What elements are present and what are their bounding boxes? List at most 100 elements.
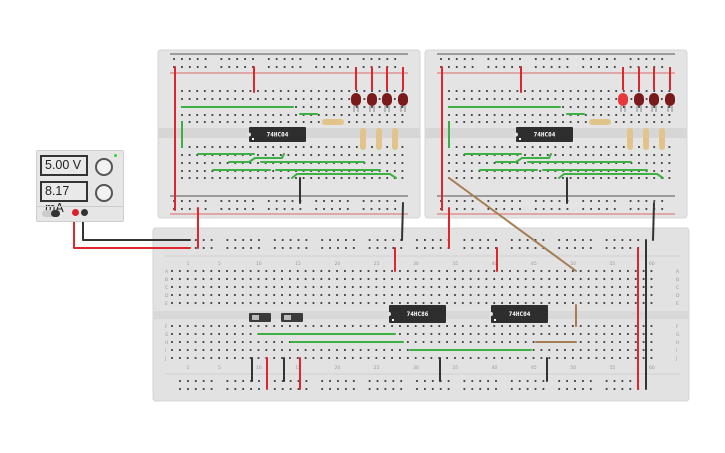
- resistor[interactable]: [392, 128, 398, 150]
- chip-74hc86[interactable]: 74HC86: [387, 305, 446, 323]
- row-label: J: [675, 356, 677, 362]
- row-label: B: [676, 277, 679, 283]
- resistor[interactable]: [643, 128, 649, 150]
- column-label: 50: [570, 365, 576, 371]
- resistor[interactable]: [659, 128, 665, 150]
- chip-74hc04[interactable]: 74HC04: [514, 127, 573, 142]
- column-label: 5: [218, 261, 221, 267]
- led-off[interactable]: [351, 93, 361, 106]
- power-supply[interactable]: 5.00 V 8.17 mA: [36, 150, 124, 222]
- led-off[interactable]: [649, 93, 659, 106]
- column-label: 50: [570, 261, 576, 267]
- chip-label: 74HC04: [534, 132, 556, 139]
- row-label: A: [676, 269, 680, 275]
- column-label: 30: [413, 365, 419, 371]
- power-toggle[interactable]: [42, 210, 60, 217]
- row-label: C: [165, 285, 168, 291]
- led-off[interactable]: [398, 93, 408, 106]
- column-label: 55: [610, 261, 616, 267]
- led-off[interactable]: [634, 93, 644, 106]
- led-off[interactable]: [367, 93, 377, 106]
- led-off[interactable]: [382, 93, 392, 106]
- chip-74hc04[interactable]: 74HC04: [489, 305, 548, 323]
- chip-body: [491, 305, 548, 323]
- row-label: J: [164, 356, 166, 362]
- row-label: E: [676, 301, 679, 307]
- column-label: 1: [187, 365, 190, 371]
- column-label: 10: [256, 261, 262, 267]
- voltage-display: 5.00 V: [40, 155, 88, 176]
- negative-terminal[interactable]: [81, 209, 88, 216]
- column-label: 40: [492, 261, 498, 267]
- row-label: D: [676, 293, 680, 299]
- row-label: A: [165, 269, 169, 275]
- column-label: 35: [452, 261, 458, 267]
- signal-wire[interactable]: [228, 153, 285, 163]
- chip-label: 74HC04: [267, 132, 289, 139]
- signal-wire[interactable]: [558, 173, 664, 179]
- row-label: I: [676, 348, 677, 354]
- row-label: H: [165, 340, 168, 346]
- column-label: 60: [649, 261, 655, 267]
- column-label: 40: [492, 365, 498, 371]
- chip-notch: [387, 312, 391, 316]
- row-label: G: [676, 332, 680, 338]
- resistor[interactable]: [360, 128, 366, 150]
- pin1-marker: [494, 319, 496, 321]
- column-label: 10: [256, 365, 262, 371]
- column-label: 25: [374, 365, 380, 371]
- current-display: 8.17 mA: [40, 181, 88, 215]
- pin1-marker: [519, 138, 521, 140]
- signal-wire[interactable]: [291, 173, 397, 179]
- row-label: F: [676, 324, 679, 330]
- pin1-marker: [392, 319, 394, 321]
- current-knob[interactable]: [95, 184, 113, 202]
- led-off[interactable]: [665, 93, 675, 106]
- switch-slider[interactable]: [284, 315, 291, 320]
- resistor[interactable]: [322, 119, 344, 125]
- chip-body: [249, 127, 306, 142]
- column-label: 55: [610, 365, 616, 371]
- row-label: E: [165, 301, 168, 307]
- voltage-knob[interactable]: [95, 158, 113, 176]
- slide-switch-2[interactable]: [281, 313, 303, 322]
- column-label: 35: [452, 365, 458, 371]
- ground-link-wire[interactable]: [401, 202, 404, 241]
- chip-notch: [489, 312, 493, 316]
- chip-74hc04[interactable]: 74HC04: [247, 127, 306, 142]
- column-label: 20: [334, 261, 340, 267]
- pin1-marker: [252, 138, 254, 140]
- resistor[interactable]: [376, 128, 382, 150]
- row-label: H: [676, 340, 679, 346]
- switch-slider[interactable]: [252, 315, 259, 320]
- resistor[interactable]: [627, 128, 633, 150]
- row-label: G: [165, 332, 169, 338]
- positive-terminal[interactable]: [72, 209, 79, 216]
- breadboard-holes[interactable]: [171, 270, 653, 359]
- row-label: D: [165, 293, 169, 299]
- column-label: 1: [187, 261, 190, 267]
- chip-body: [516, 127, 573, 142]
- chip-body: [389, 305, 446, 323]
- signal-wire[interactable]: [495, 153, 552, 163]
- column-label: 15: [295, 365, 301, 371]
- power-indicator-icon: [114, 154, 117, 157]
- column-label: 20: [334, 365, 340, 371]
- ground-link-wire[interactable]: [652, 202, 655, 241]
- row-label: B: [165, 277, 168, 283]
- column-label: 15: [295, 261, 301, 267]
- chip-label: 74HC04: [509, 311, 531, 318]
- chip-notch: [247, 132, 251, 137]
- chip-label: 74HC86: [407, 311, 429, 318]
- column-label: 30: [413, 261, 419, 267]
- row-label: F: [165, 324, 168, 330]
- psu-power-wire[interactable]: [73, 211, 191, 249]
- slide-switch-1[interactable]: [249, 313, 271, 322]
- signal-wire-brown[interactable]: [448, 177, 577, 272]
- toggle-knob: [51, 210, 60, 217]
- resistor[interactable]: [589, 119, 611, 125]
- led-on[interactable]: [618, 93, 628, 106]
- row-label: C: [676, 285, 679, 291]
- row-label: I: [165, 348, 166, 354]
